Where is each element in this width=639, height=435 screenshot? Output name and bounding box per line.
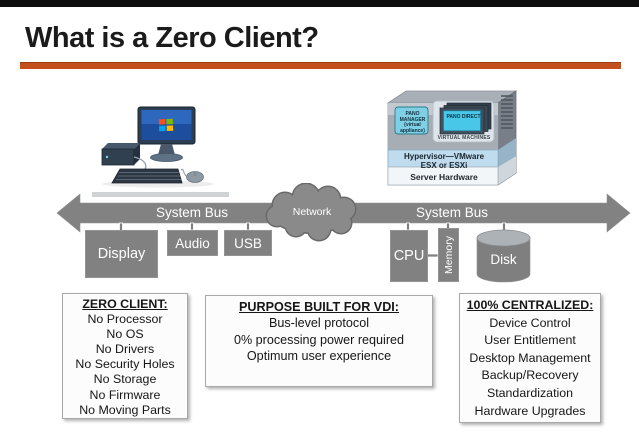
title-underline: [20, 62, 621, 69]
component-box-usb: USB: [224, 230, 272, 256]
hypervisor-label-line1: Hypervisor—VMware: [403, 152, 485, 161]
info-line: Desktop Management: [469, 350, 591, 365]
keyboard-icon: [111, 168, 183, 184]
info-line: Bus-level protocol: [268, 316, 370, 331]
component-box-audio: Audio: [167, 230, 218, 256]
info-line: Standardization: [486, 385, 574, 400]
info-line: No Processor: [87, 312, 163, 327]
info-line: No Security Holes: [75, 357, 175, 372]
component-box-memory: Memory: [438, 228, 459, 282]
component-label: Display: [97, 246, 146, 262]
system-bus-label-left: System Bus: [155, 205, 229, 220]
server-side-hardware-band: [498, 156, 516, 185]
info-line: Hardware Upgrades: [474, 403, 586, 418]
windows-logo-icon: [158, 118, 174, 132]
bus-connectors: [119, 222, 506, 258]
zero-client-illustration: [101, 106, 214, 188]
info-line: User Entitlement: [484, 333, 576, 348]
page-title: What is a Zero Client?: [25, 22, 319, 54]
pano-direct-label: PANO DIRECT: [446, 114, 481, 120]
mouse-icon: [180, 168, 204, 183]
vm-monitors-icon: [439, 102, 492, 135]
pano-manager-label: PANO MANAGER (virtual appliance): [399, 111, 426, 134]
component-box-display: Display: [85, 230, 158, 278]
network-label: Network: [292, 206, 332, 218]
info-box-purpose-built: PURPOSE BUILT FOR VDI: Bus-level protoco…: [205, 295, 433, 387]
component-label: USB: [234, 235, 262, 251]
info-line: No OS: [106, 327, 144, 342]
info-box-centralized: 100% CENTRALIZED: Device Control User En…: [459, 293, 601, 423]
info-box-title: ZERO CLIENT:: [82, 297, 168, 311]
info-line: Backup/Recovery: [481, 368, 579, 383]
server-side-hypervisor-band: [498, 138, 516, 167]
info-line: No Drivers: [95, 342, 155, 357]
desk-edge: [92, 192, 229, 197]
virtual-machines-label: VIRTUAL MACHINES: [437, 135, 491, 141]
component-label: Audio: [175, 235, 210, 251]
server-hardware-label: Server Hardware: [410, 172, 478, 182]
network-cloud-icon: [265, 183, 357, 242]
info-line: No Moving Parts: [79, 402, 171, 417]
hypervisor-label-line2: ESX or ESXi: [420, 160, 468, 170]
pano-manager-box: [394, 106, 429, 135]
info-box-zero-client: ZERO CLIENT: No Processor No OS No Drive…: [62, 293, 188, 419]
vent-grid-icon: [501, 95, 513, 129]
info-line: Device Control: [489, 315, 571, 330]
info-line: 0% processing power required: [233, 332, 405, 347]
info-line: No Firmware: [89, 387, 161, 402]
system-bus-diagram: [56, 183, 631, 283]
server-illustration: [386, 90, 518, 186]
monitor-stand: [158, 144, 175, 155]
info-box-title: 100% CENTRALIZED:: [466, 298, 594, 312]
server-hardware-band: [387, 166, 499, 186]
disk-cylinder-icon: [476, 229, 531, 283]
component-label-disk: Disk: [490, 252, 517, 267]
info-line: Optimum user experience: [246, 349, 392, 364]
info-line: No Storage: [93, 372, 157, 387]
component-box-cpu: CPU: [390, 230, 428, 282]
monitor-icon: [137, 106, 196, 162]
system-bus-label-right: System Bus: [415, 205, 489, 220]
zero-client-box-icon: [101, 143, 140, 166]
top-bar: [0, 0, 639, 7]
component-label: CPU: [393, 248, 425, 264]
component-label: Memory: [442, 236, 455, 274]
info-box-title: PURPOSE BUILT FOR VDI:: [239, 300, 399, 314]
